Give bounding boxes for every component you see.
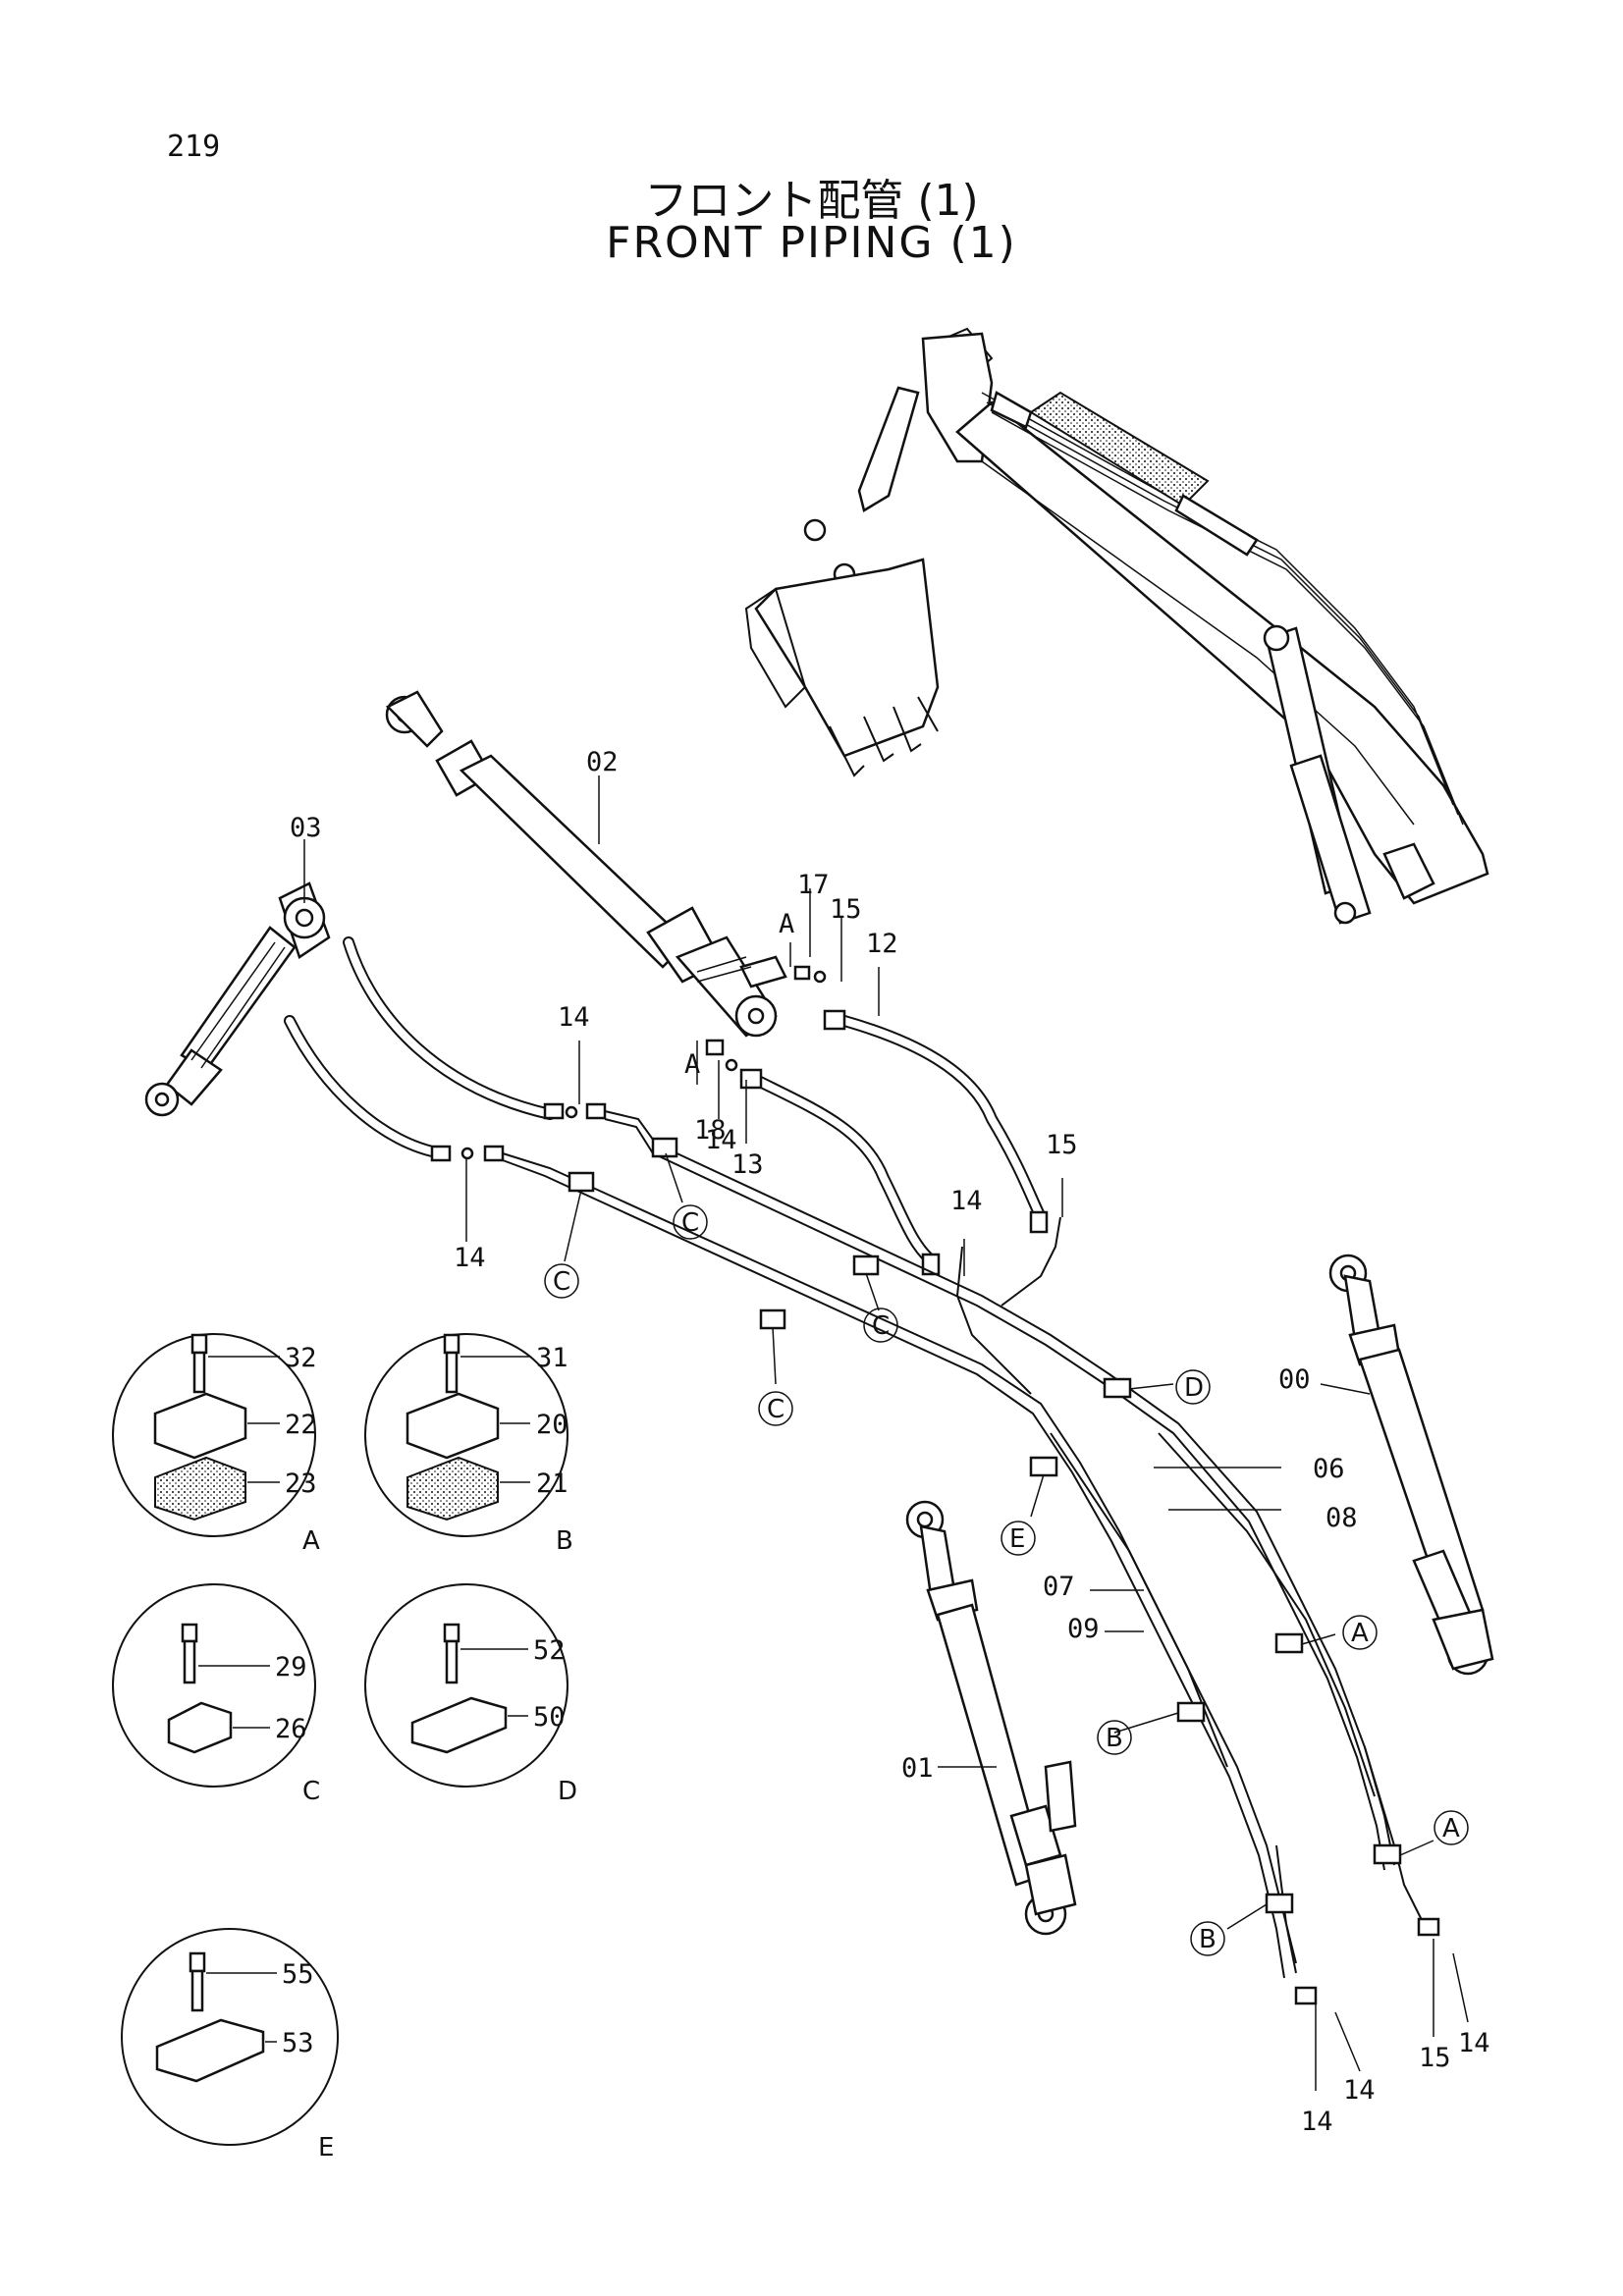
callout-c: C	[863, 1308, 898, 1343]
part-label-06: 06	[1313, 1454, 1345, 1484]
callout-d: D	[1175, 1369, 1211, 1405]
cylinder-02	[385, 690, 787, 1038]
part-label-08: 08	[1325, 1503, 1358, 1533]
part-label: C	[681, 1208, 699, 1238]
part-label-14: 14	[705, 1125, 737, 1155]
cylinder-00	[1328, 1254, 1494, 1676]
part-label: A	[1351, 1619, 1369, 1648]
part-label: 23	[285, 1468, 317, 1499]
page-title: FRONT PIPING (1)	[606, 218, 1017, 268]
detail-view-a: 32 22 23 A	[112, 1333, 320, 1556]
part-label: 53	[282, 2028, 314, 2058]
part-label: C	[553, 1267, 570, 1297]
part-label: 52	[533, 1635, 566, 1666]
part-label: 31	[536, 1343, 568, 1373]
cylinder-01	[905, 1500, 1077, 1936]
callout-c: C	[673, 1204, 708, 1240]
part-label-14: 14	[454, 1243, 486, 1273]
part-label-14: 14	[558, 1002, 590, 1033]
part-label: 50	[533, 1702, 566, 1733]
part-label-13: 13	[731, 1149, 764, 1180]
part-labels: 00 01 02 03 06 08 07 09 12 13 14 14 14 1…	[290, 747, 1490, 2137]
callout-b: B	[1097, 1720, 1132, 1755]
part-label: C	[872, 1311, 890, 1341]
part-label: D	[558, 1777, 577, 1806]
part-label: B	[1106, 1724, 1123, 1753]
cylinder-03	[144, 881, 331, 1117]
part-label: E	[318, 2133, 334, 2163]
part-label-14: 14	[950, 1186, 983, 1216]
part-label: 20	[536, 1410, 568, 1440]
part-label: A	[1442, 1814, 1460, 1843]
detail-view-d: 52 50 D	[364, 1583, 577, 1806]
part-label: E	[1009, 1524, 1025, 1554]
part-label-14: 14	[1458, 2028, 1490, 2058]
part-label: 21	[536, 1468, 568, 1499]
page-number: 219	[167, 130, 221, 164]
leader-lines	[303, 775, 1469, 2091]
page-title-japanese: フロント配管 (1)	[644, 176, 979, 226]
callout-c: C	[758, 1391, 793, 1426]
part-label: C	[302, 1777, 320, 1806]
part-label-02: 02	[586, 747, 619, 777]
detail-view-c: 29 26 C	[112, 1583, 320, 1806]
part-label-07: 07	[1043, 1572, 1075, 1602]
part-label-18: 18	[694, 1115, 727, 1146]
callout-b: B	[1190, 1921, 1225, 1956]
part-label: 29	[275, 1652, 307, 1682]
part-label-03: 03	[290, 813, 322, 843]
callout-c: C	[544, 1263, 579, 1299]
part-label-15: 15	[1046, 1130, 1078, 1160]
callout-e: E	[1001, 1521, 1036, 1556]
part-label: B	[1199, 1925, 1217, 1954]
part-label-09: 09	[1067, 1614, 1100, 1644]
steel-pipes	[502, 1110, 1440, 2005]
part-label: C	[767, 1395, 784, 1424]
part-label-15: 15	[1419, 2043, 1451, 2073]
excavator-front-illustration	[744, 327, 1489, 925]
callout-a: A	[1342, 1615, 1378, 1650]
part-label-12: 12	[866, 929, 898, 959]
part-label: 26	[275, 1714, 307, 1744]
part-label-14: 14	[1301, 2107, 1333, 2137]
part-label: D	[1184, 1373, 1204, 1403]
detail-view-b: 31 20 21 B	[364, 1333, 573, 1556]
part-label: 55	[282, 1959, 314, 1990]
part-label-A: A	[684, 1049, 700, 1080]
hoses	[284, 936, 1049, 1276]
detail-view-e: 55 53 E	[121, 1928, 339, 2163]
clamp-callouts: C C C C D E A A B B	[544, 1204, 1469, 1956]
part-label: 22	[285, 1410, 317, 1440]
part-label: B	[556, 1526, 573, 1556]
part-label-17: 17	[797, 870, 830, 900]
part-label-01: 01	[901, 1753, 934, 1784]
callout-a: A	[1434, 1810, 1469, 1845]
part-label-A: A	[779, 909, 794, 939]
part-label: A	[302, 1526, 320, 1556]
part-label: 32	[285, 1343, 317, 1373]
part-label-00: 00	[1278, 1364, 1311, 1395]
part-label-15: 15	[830, 894, 862, 925]
part-label-14: 14	[1343, 2075, 1376, 2106]
